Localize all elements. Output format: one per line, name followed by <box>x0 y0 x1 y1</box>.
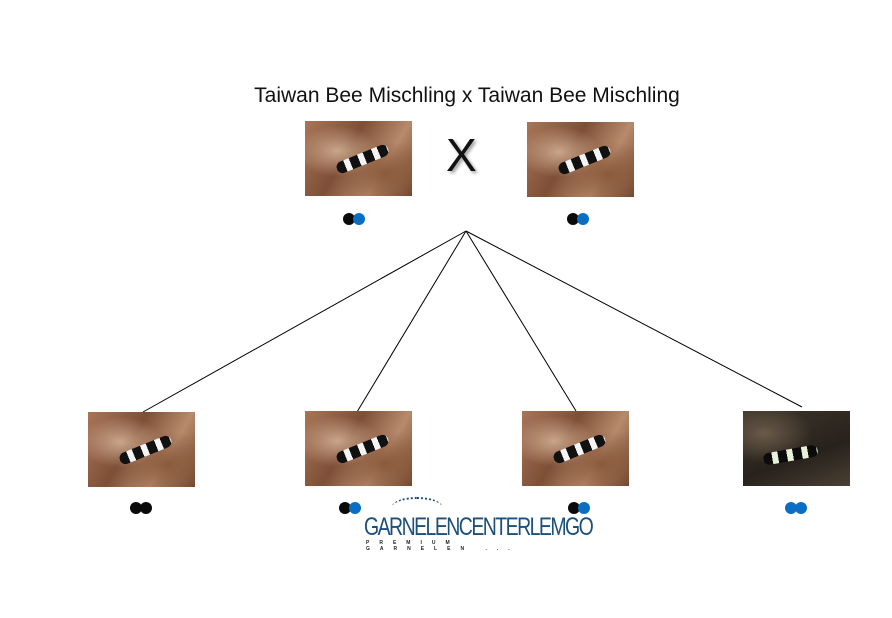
black-allele-dot <box>567 213 579 225</box>
parent-genotype-1 <box>343 213 365 225</box>
parent-shrimp-image-2 <box>527 122 634 197</box>
line-offspring-2 <box>356 230 467 413</box>
black-allele-dot <box>343 213 355 225</box>
black-allele-dot <box>568 502 580 514</box>
blue-allele-dot <box>578 502 590 514</box>
line-offspring-3 <box>465 230 577 412</box>
parent-genotype-2 <box>567 213 589 225</box>
offspring-shrimp-image-4 <box>743 411 850 486</box>
garnelencenter-logo: GARNELENCENTERLEMGO PREMIUM GARNELEN ... <box>362 495 594 552</box>
blue-allele-dot <box>577 213 589 225</box>
shrimp-logo-icon <box>392 497 442 517</box>
blue-allele-dot <box>795 502 807 514</box>
offspring-shrimp-image-2 <box>305 411 412 486</box>
offspring-genotype-4 <box>785 502 807 514</box>
black-allele-dot <box>130 502 142 514</box>
offspring-genotype-2 <box>339 502 361 514</box>
blue-allele-dot <box>353 213 365 225</box>
parent-shrimp-image-1 <box>305 121 412 196</box>
diagram-title: Taiwan Bee Mischling x Taiwan Bee Mischl… <box>254 84 680 107</box>
cross-symbol: X <box>446 129 477 181</box>
blue-allele-dot <box>785 502 797 514</box>
logo-tagline: PREMIUM GARNELEN ... <box>366 540 520 552</box>
blue-allele-dot <box>349 502 361 514</box>
offspring-genotype-1 <box>130 502 152 514</box>
offspring-genotype-3 <box>568 502 590 514</box>
offspring-shrimp-image-1 <box>88 412 195 487</box>
black-allele-dot <box>339 502 351 514</box>
offspring-shrimp-image-3 <box>522 411 629 486</box>
line-offspring-4 <box>465 230 803 408</box>
black-allele-dot <box>140 502 152 514</box>
line-offspring-1 <box>142 230 467 413</box>
logo-name: GARNELENCENTERLEMGO <box>364 513 594 541</box>
